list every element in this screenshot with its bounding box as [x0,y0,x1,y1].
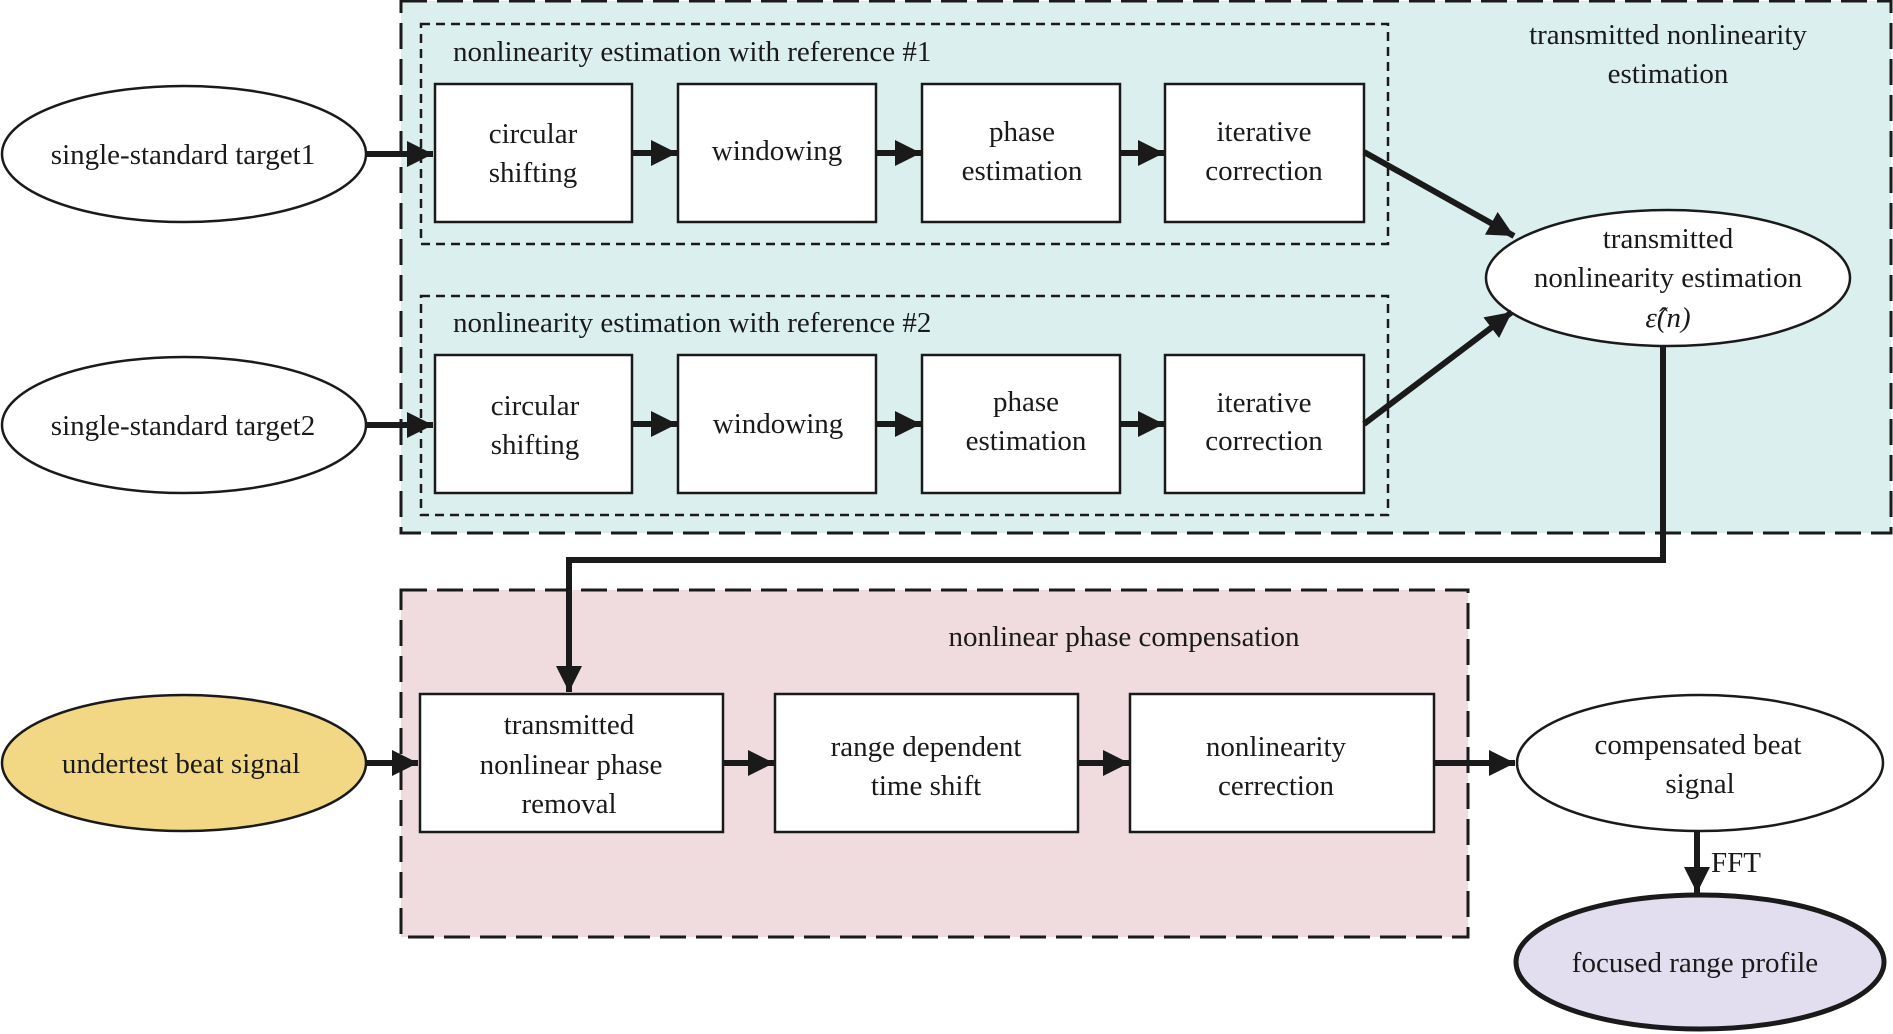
branch-2-windowing-box [676,353,878,495]
branch-1-phase-estimation-label-2: estimation [962,155,1083,187]
branch-1-group: nonlinearity estimation with reference #… [419,22,1390,246]
branch-1-windowing-label: windowing [712,135,843,167]
arrow-b2-correction-to-estimate [1362,309,1514,427]
branch-2-group: nonlinearity estimation with reference #… [419,294,1390,517]
branch-1-circular-shifting-label-1: circular [489,118,578,150]
branch-1-phase-estimation-label-1: phase [989,116,1055,148]
estimation-region-title-line2: estimation [1608,58,1729,90]
time-shift-label-2: time shift [871,770,981,802]
target2-input-ellipse [0,355,368,495]
fft-label: FFT [1711,847,1761,879]
branch-2-frame [419,294,1390,517]
branch-1-frame [419,22,1390,246]
branch-2-circular-shifting-box [433,353,634,495]
branch-2-iterative-correction-box [1163,353,1366,495]
target1-input-label: single-standard target1 [51,139,315,171]
branch-2-phase-estimation-label-2: estimation [966,425,1087,457]
arrow-estimate-to-phase-removal [556,345,1666,692]
nonlinearity-estimate-symbol: ε̂(n) [1645,302,1690,334]
branch-2-phase-estimation-label-1: phase [993,386,1059,418]
branch-2-circular-shifting-label-1: circular [491,390,580,422]
compensated-beat-signal-label-1: compensated beat [1595,729,1802,761]
focused-range-profile-label: focused range profile [1572,947,1818,979]
branch-1-phase-estimation-box [920,82,1122,224]
branch-1-iterative-correction-label-1: iterative [1216,116,1311,148]
phase-removal-box [418,692,725,834]
phase-removal-label-2: nonlinear phase [480,749,663,781]
branch-2-windowing-label: windowing [713,408,844,440]
estimation-region: transmitted nonlinearity estimation nonl… [399,0,1893,535]
nonlinearity-estimate-ellipse [1484,208,1852,348]
estimation-region-title-line1: transmitted nonlinearity [1529,19,1807,51]
phase-removal-label-1: transmitted [504,709,635,741]
branch-1-circular-shifting-box [433,82,634,224]
branch-1-iterative-correction-box [1163,82,1366,224]
branch-2-iterative-correction-label-2: correction [1205,425,1323,457]
nonlinearity-correction-box [1128,692,1436,834]
branch-2-title: nonlinearity estimation with reference #… [453,307,931,339]
target2-input-label: single-standard target2 [51,410,315,442]
compensation-region-title: nonlinear phase compensation [948,621,1300,653]
branch-1-iterative-correction-label-2: correction [1205,155,1323,187]
compensated-beat-signal-ellipse [1515,693,1885,833]
connectors [367,140,1710,893]
time-shift-box [773,692,1080,834]
compensation-region: nonlinear phase compensation transmitted… [399,588,1470,939]
compensated-beat-signal-label-2: signal [1665,768,1734,800]
time-shift-label-1: range dependent [831,731,1022,763]
phase-removal-label-3: removal [521,788,616,820]
nonlinearity-estimate-label-1: transmitted [1603,223,1734,255]
branch-1-windowing-box [676,82,878,224]
nonlinearity-estimate-label-2: nonlinearity estimation [1534,262,1803,294]
undertest-beat-signal-label: undertest beat signal [62,748,300,780]
arrow-b1-correction-to-estimate [1362,149,1516,239]
branch-1-circular-shifting-label-2: shifting [489,157,578,189]
undertest-beat-signal-ellipse [0,693,368,833]
branch-2-iterative-correction-label-1: iterative [1216,387,1311,419]
branch-2-circular-shifting-label-2: shifting [491,429,580,461]
branch-1-title: nonlinearity estimation with reference #… [453,36,931,68]
focused-range-profile-ellipse [1513,892,1887,1032]
target1-input-ellipse [0,84,368,224]
branch-2-phase-estimation-box [920,353,1122,495]
nonlinearity-correction-label-1: nonlinearity [1206,731,1347,763]
nonlinearity-correction-label-2: cerrection [1218,770,1334,802]
